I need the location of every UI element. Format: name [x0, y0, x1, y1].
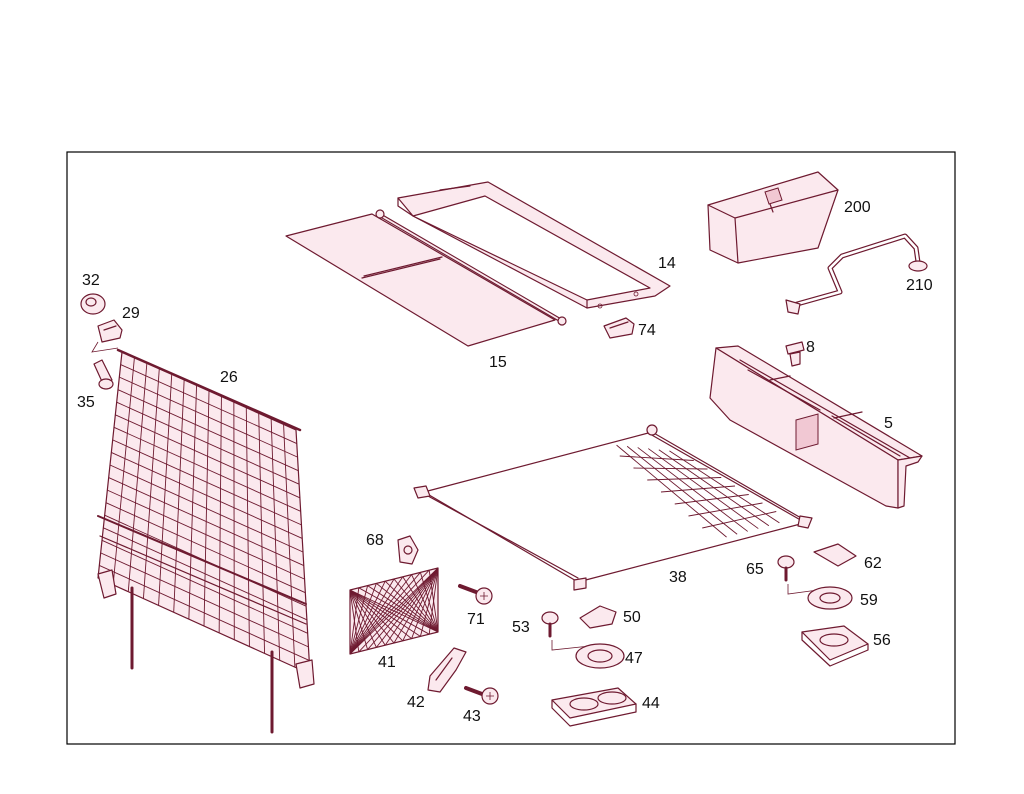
label-200: 200 — [844, 199, 871, 216]
label-50: 50 — [623, 609, 641, 626]
label-210: 210 — [906, 277, 933, 294]
label-62: 62 — [864, 555, 882, 572]
label-38: 38 — [669, 569, 687, 586]
label-26: 26 — [220, 369, 238, 386]
part-62-cover[interactable] — [813, 543, 857, 567]
label-53: 53 — [512, 619, 530, 636]
label-44: 44 — [642, 695, 660, 712]
label-68: 68 — [366, 532, 384, 549]
part-210-bracket[interactable] — [785, 233, 928, 315]
part-200-bag[interactable] — [707, 171, 839, 264]
label-47: 47 — [625, 650, 643, 667]
label-42: 42 — [407, 694, 425, 711]
label-15: 15 — [489, 354, 507, 371]
label-56: 56 — [873, 632, 891, 649]
label-5: 5 — [884, 415, 893, 432]
part-43-screw[interactable] — [464, 686, 499, 705]
part-32-cap[interactable] — [80, 293, 106, 315]
label-41: 41 — [378, 654, 396, 671]
label-43: 43 — [463, 708, 481, 725]
part-8-push-clip[interactable] — [785, 341, 805, 367]
part-71-screw[interactable] — [458, 584, 493, 605]
part-35-bolt[interactable] — [93, 359, 114, 390]
part-59-ring[interactable] — [807, 586, 853, 610]
label-59: 59 — [860, 592, 878, 609]
part-53-screw[interactable] — [541, 611, 591, 651]
part-29-holder[interactable] — [91, 319, 123, 353]
label-14: 14 — [658, 255, 676, 272]
label-71: 71 — [467, 611, 485, 628]
label-32: 32 — [82, 272, 100, 289]
part-15-roller-blind[interactable] — [285, 209, 567, 347]
part-68-hook[interactable] — [397, 535, 419, 565]
part-50-cover[interactable] — [579, 605, 617, 629]
diagram-frame — [66, 151, 956, 745]
part-47-ring[interactable] — [575, 643, 625, 669]
part-74-clip[interactable] — [603, 317, 635, 339]
part-38-floor-net[interactable] — [413, 424, 813, 591]
label-8: 8 — [806, 339, 815, 356]
part-41-side-net[interactable] — [349, 567, 439, 655]
label-29: 29 — [122, 305, 140, 322]
part-65-screw[interactable] — [777, 555, 819, 595]
label-74: 74 — [638, 322, 656, 339]
part-5-sill-trim[interactable] — [709, 345, 923, 509]
label-65: 65 — [746, 561, 764, 578]
label-35: 35 — [77, 394, 95, 411]
part-44-tray[interactable] — [551, 687, 637, 727]
part-42-bracket[interactable] — [427, 647, 467, 693]
part-14-cargo-cover[interactable] — [397, 181, 671, 309]
part-26-partition-net[interactable] — [97, 348, 315, 734]
part-56-cup[interactable] — [801, 625, 869, 667]
